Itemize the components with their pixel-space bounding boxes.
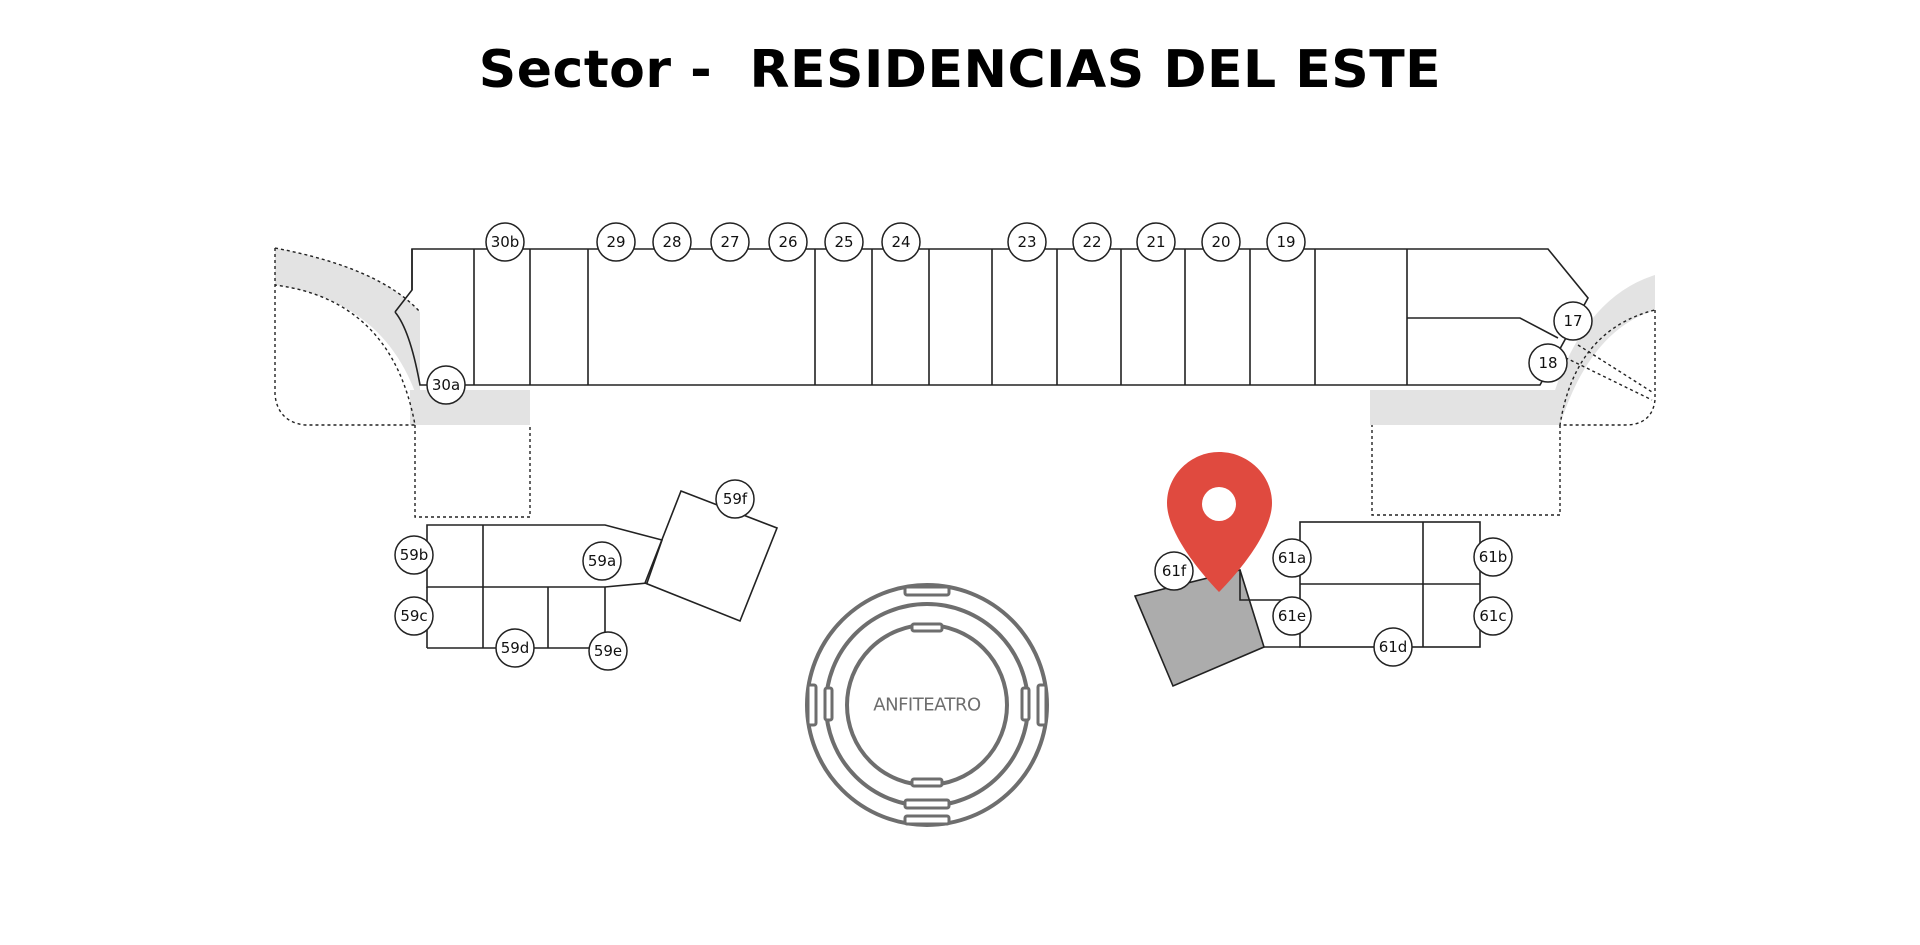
unit-marker-label: 17 <box>1563 312 1582 330</box>
unit-marker-circle <box>1136 222 1176 262</box>
unit-marker-label: 61f <box>1162 562 1187 580</box>
unit-marker-label: 59d <box>501 639 530 657</box>
unit-marker-label: 59e <box>594 642 622 660</box>
unit-marker-label: 59b <box>400 546 429 564</box>
unit-marker-label: 26 <box>778 233 797 251</box>
amphitheater-label: ANFITEATRO <box>873 695 981 716</box>
unit-marker-label: 24 <box>891 233 910 251</box>
unit-marker-circle <box>1072 222 1112 262</box>
unit-marker-circle <box>652 222 692 262</box>
unit-marker-circle <box>1272 538 1312 578</box>
unit-marker-61c[interactable]: 61c <box>1473 596 1513 636</box>
map-pin-icon <box>1167 452 1272 592</box>
unit-marker-59b[interactable]: 59b <box>394 535 434 575</box>
unit-marker-circle <box>582 541 622 581</box>
unit-marker-circle <box>1201 222 1241 262</box>
unit-marker-label: 59f <box>723 490 748 508</box>
unit-marker-19[interactable]: 19 <box>1266 222 1306 262</box>
unit-marker-59e[interactable]: 59e <box>588 631 628 671</box>
unit-marker-label: 18 <box>1538 354 1557 372</box>
unit-marker-circle <box>1473 537 1513 577</box>
unit-marker-circle <box>881 222 921 262</box>
unit-marker-circle <box>768 222 808 262</box>
unit-marker-label: 21 <box>1146 233 1165 251</box>
unit-marker-circle <box>715 479 755 519</box>
unit-marker-61e[interactable]: 61e <box>1272 596 1312 636</box>
unit-marker-label: 61a <box>1278 549 1306 567</box>
unit-marker-circle <box>1528 343 1568 383</box>
unit-marker-circle <box>1473 596 1513 636</box>
unit-marker-30a[interactable]: 30a <box>426 365 466 405</box>
unit-marker-59c[interactable]: 59c <box>394 596 434 636</box>
unit-marker-label: 61e <box>1278 607 1306 625</box>
unit-marker-circle <box>1373 627 1413 667</box>
page-title: Sector - RESIDENCIAS DEL ESTE <box>478 40 1442 100</box>
unit-marker-30b[interactable]: 30b <box>485 222 525 262</box>
unit-marker-26[interactable]: 26 <box>768 222 808 262</box>
unit-marker-25[interactable]: 25 <box>824 222 864 262</box>
unit-marker-label: 27 <box>720 233 739 251</box>
main-building <box>394 248 1589 386</box>
walkways <box>275 248 1655 425</box>
unit-marker-24[interactable]: 24 <box>881 222 921 262</box>
unit-marker-label: 19 <box>1276 233 1295 251</box>
unit-marker-59f[interactable]: 59f <box>715 479 755 519</box>
unit-marker-circle <box>495 628 535 668</box>
right-plaza <box>1371 309 1656 516</box>
unit-marker-circle <box>394 535 434 575</box>
unit-marker-23[interactable]: 23 <box>1007 222 1047 262</box>
unit-marker-circle <box>1266 222 1306 262</box>
unit-marker-circle <box>824 222 864 262</box>
unit-marker-28[interactable]: 28 <box>652 222 692 262</box>
unit-marker-circle <box>1272 596 1312 636</box>
unit-marker-circle <box>588 631 628 671</box>
unit-markers: 30b 29 28 27 26 25 24 23 22 21 20 19 17 18 30a 59f 59b 59… <box>394 222 1593 671</box>
unit-marker-label: 59c <box>400 607 427 625</box>
unit-marker-18[interactable]: 18 <box>1528 343 1568 383</box>
unit-marker-circle <box>1007 222 1047 262</box>
building-61 <box>1133 521 1481 688</box>
unit-marker-29[interactable]: 29 <box>596 222 636 262</box>
unit-marker-27[interactable]: 27 <box>710 222 750 262</box>
amphitheater: ANFITEATRO <box>805 583 1049 827</box>
unit-marker-61b[interactable]: 61b <box>1473 537 1513 577</box>
left-plaza <box>274 247 531 518</box>
unit-marker-label: 30b <box>491 233 520 251</box>
unit-marker-label: 25 <box>834 233 853 251</box>
unit-marker-circle <box>485 222 525 262</box>
highlighted-unit-61f <box>1133 569 1265 688</box>
unit-marker-59d[interactable]: 59d <box>495 628 535 668</box>
unit-marker-17[interactable]: 17 <box>1553 301 1593 341</box>
unit-marker-circle <box>1553 301 1593 341</box>
unit-marker-circle <box>394 596 434 636</box>
unit-marker-label: 28 <box>662 233 681 251</box>
unit-marker-61f[interactable]: 61f <box>1154 551 1194 591</box>
unit-marker-circle <box>1154 551 1194 591</box>
unit-marker-circle <box>426 365 466 405</box>
unit-marker-label: 59a <box>588 552 616 570</box>
unit-marker-label: 23 <box>1017 233 1036 251</box>
unit-marker-label: 20 <box>1211 233 1230 251</box>
unit-marker-21[interactable]: 21 <box>1136 222 1176 262</box>
unit-marker-circle <box>596 222 636 262</box>
unit-marker-label: 30a <box>432 376 460 394</box>
unit-marker-59a[interactable]: 59a <box>582 541 622 581</box>
unit-marker-circle <box>710 222 750 262</box>
unit-marker-61a[interactable]: 61a <box>1272 538 1312 578</box>
unit-marker-label: 61b <box>1479 548 1508 566</box>
unit-marker-label: 61d <box>1379 638 1408 656</box>
unit-marker-label: 29 <box>606 233 625 251</box>
unit-marker-22[interactable]: 22 <box>1072 222 1112 262</box>
unit-marker-20[interactable]: 20 <box>1201 222 1241 262</box>
unit-marker-61d[interactable]: 61d <box>1373 627 1413 667</box>
unit-marker-label: 61c <box>1479 607 1506 625</box>
unit-marker-label: 22 <box>1082 233 1101 251</box>
